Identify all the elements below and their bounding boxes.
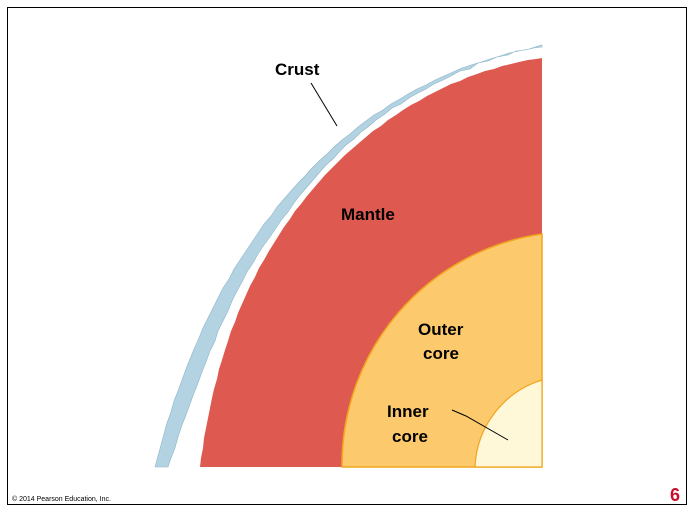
inner-core-label-line2: core [392, 427, 428, 446]
inner-core-label-line1: Inner [387, 402, 429, 421]
slide-frame [7, 7, 687, 505]
crust-leader-line [310, 82, 338, 127]
mantle-label: Mantle [341, 205, 395, 224]
inner-core-layer [474, 379, 543, 468]
outer-core-label-line2: core [423, 344, 459, 363]
crust-layer [154, 44, 543, 468]
crust-label: Crust [275, 60, 320, 79]
inner-core-leader-line [451, 409, 509, 441]
copyright-notice: © 2014 Pearson Education, Inc. [12, 496, 111, 503]
page-number: 6 [669, 485, 680, 505]
outer-core-label-line1: Outer [418, 320, 464, 339]
outer-core-layer [341, 233, 543, 468]
